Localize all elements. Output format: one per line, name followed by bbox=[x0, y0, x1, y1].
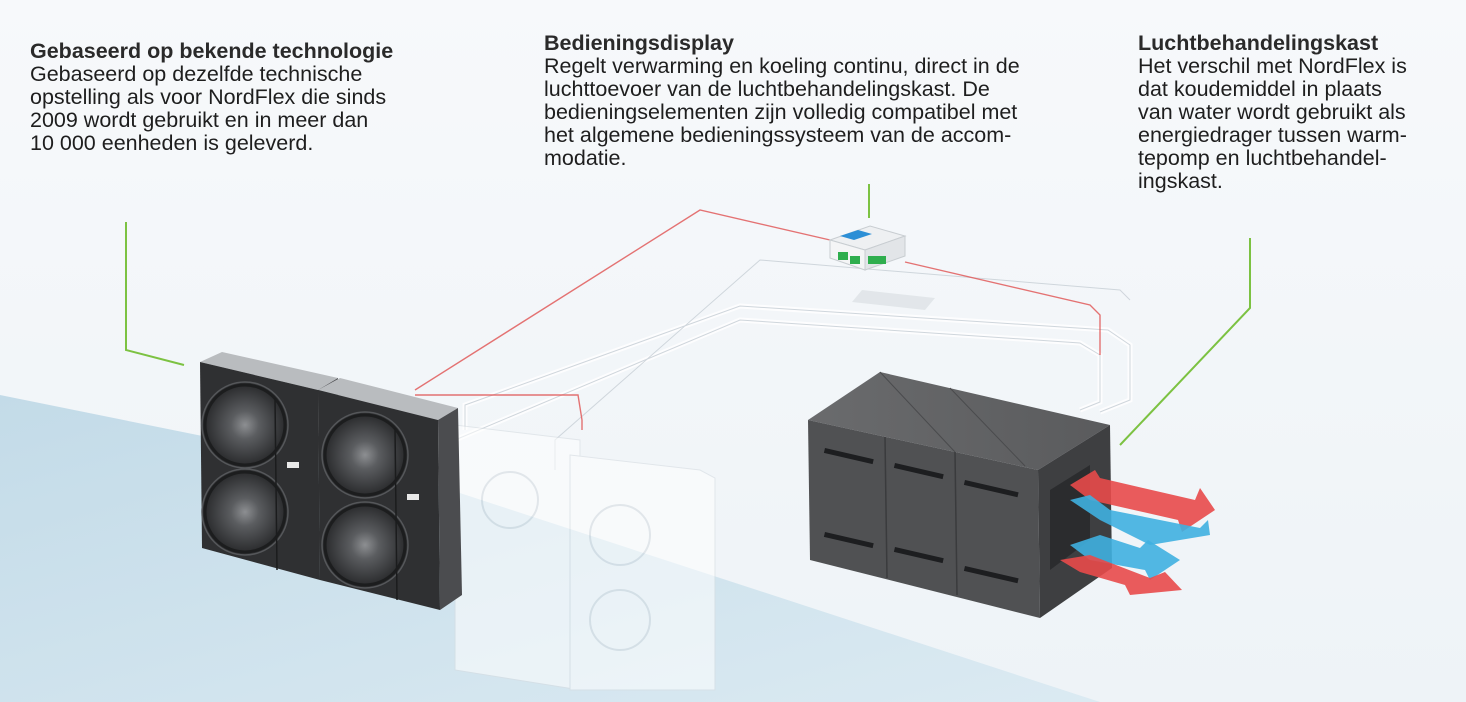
airflow-arrow-icon bbox=[1060, 555, 1182, 595]
fan-bottom-icon bbox=[203, 470, 287, 554]
callout-air-handling-unit: Luchtbehandelingskast Het verschil met N… bbox=[1138, 32, 1458, 193]
callout-technology-title: Gebaseerd op bekende technologie bbox=[30, 39, 394, 63]
airflow-arrow-icon bbox=[1070, 535, 1180, 580]
leader-line-left bbox=[125, 222, 185, 366]
leader-line-right bbox=[1119, 238, 1251, 446]
control-display-device bbox=[828, 225, 935, 310]
callout-control-display: Bedieningsdisplay Regelt verwarming en k… bbox=[544, 32, 1084, 170]
heat-pump-unit-2 bbox=[318, 378, 462, 610]
callout-air-handling-unit-title: Luchtbehandelingskast bbox=[1138, 31, 1379, 55]
callout-control-display-text: Regelt verwarming en koeling continu, di… bbox=[544, 54, 1020, 170]
signal-cable bbox=[414, 209, 1101, 430]
callout-technology: Gebaseerd op bekende technologie Gebasee… bbox=[30, 40, 430, 155]
callout-control-display-title: Bedieningsdisplay bbox=[544, 31, 734, 55]
airflow-arrows bbox=[1060, 470, 1215, 595]
airflow-arrow-icon bbox=[1070, 470, 1215, 532]
fan-top-icon bbox=[203, 383, 287, 467]
callout-air-handling-unit-text: Het verschil met NordFlex is dat koudemi… bbox=[1138, 54, 1407, 193]
ghost-heat-pump-units bbox=[454, 424, 716, 691]
airflow-arrow-icon bbox=[1070, 495, 1210, 545]
callout-technology-text: Gebaseerd op dezelfde technische opstell… bbox=[30, 62, 387, 155]
